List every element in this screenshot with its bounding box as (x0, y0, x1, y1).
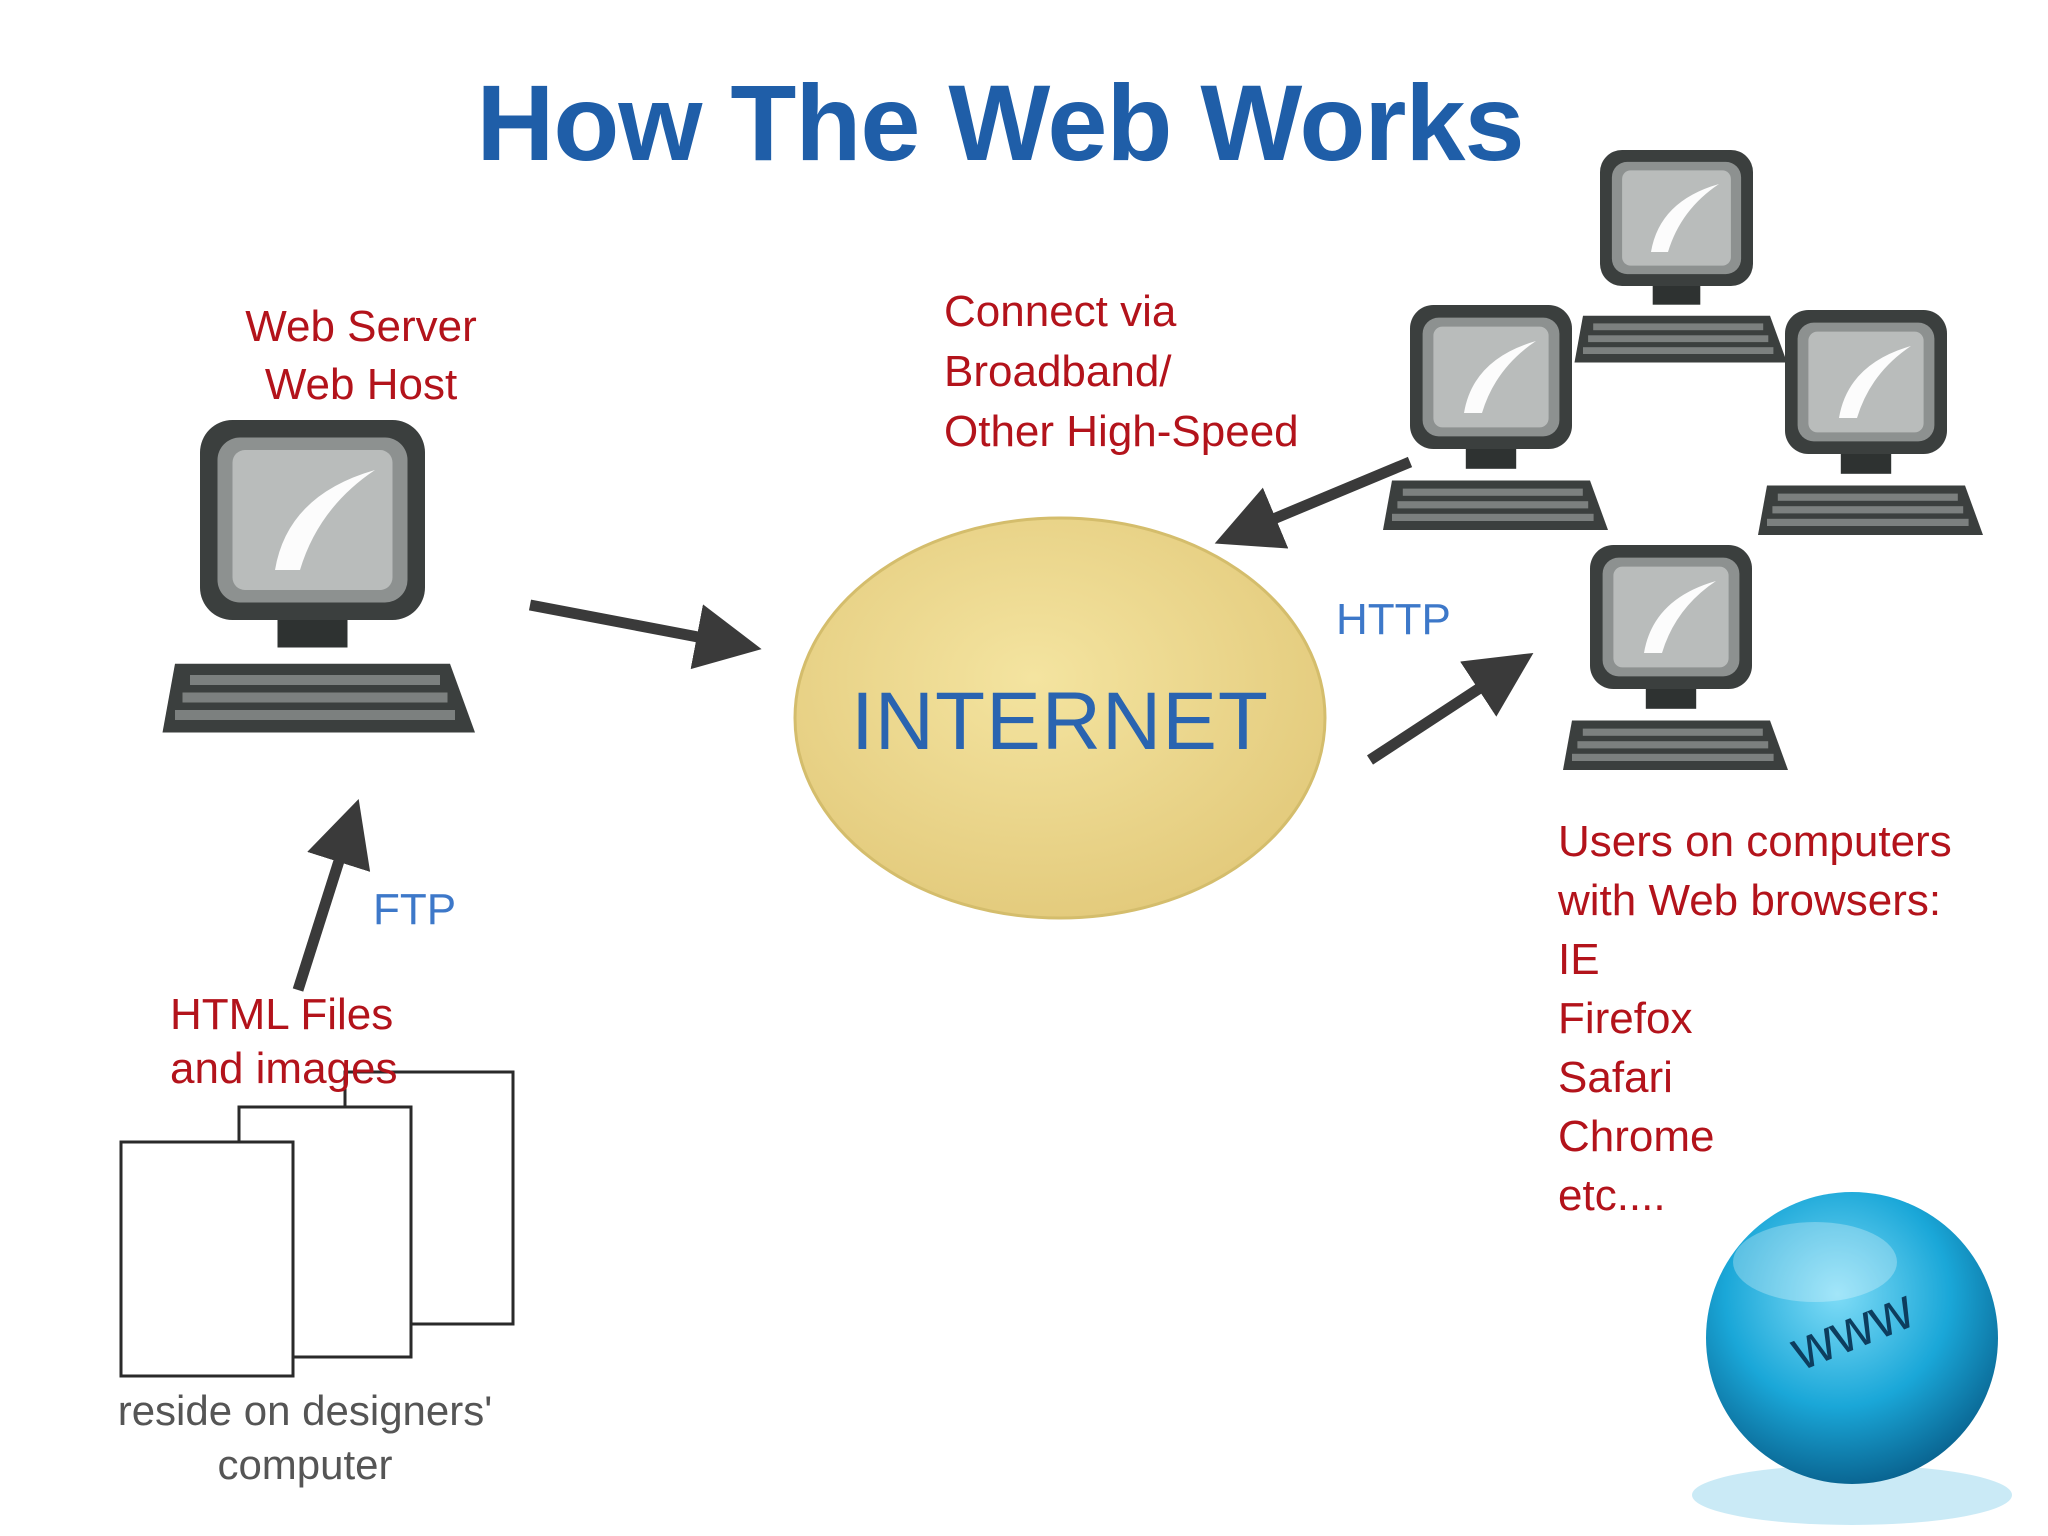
designer-label: reside on designers' computer (60, 1384, 550, 1492)
server-label: Web Server Web Host (216, 298, 506, 414)
designer-label-line1: reside on designers' (117, 1387, 493, 1434)
server-computer-icon (162, 420, 475, 733)
files-label-line2: and images (170, 1044, 398, 1093)
document-icon (119, 1070, 515, 1378)
users-label-line1: Users on computers (1558, 817, 1952, 866)
internet-label: INTERNET (851, 676, 1269, 767)
arrow-icon (292, 799, 371, 992)
page-title: How The Web Works (476, 62, 1524, 183)
users-label-line2: with Web browsers: (1558, 876, 1942, 925)
connect-label: Connect via Broadband/ Other High-Speed (944, 282, 1299, 462)
connect-label-line2: Broadband/ (944, 347, 1172, 396)
browser-item: etc.... (1558, 1171, 1666, 1220)
arrow-icon (1366, 652, 1534, 765)
connect-label-line1: Connect via (944, 287, 1177, 336)
browser-item: Safari (1558, 1053, 1673, 1102)
files-label: HTML Files and images (170, 988, 397, 1096)
browser-item: Chrome (1558, 1112, 1715, 1161)
server-label-line2: Web Host (264, 360, 458, 409)
ftp-label: FTP (373, 885, 457, 934)
server-label-line1: Web Server (245, 302, 477, 351)
arrow-icon (1214, 456, 1413, 549)
browser-item: Firefox (1558, 994, 1693, 1043)
http-label: HTTP (1336, 595, 1451, 644)
internet-cloud (793, 516, 1327, 920)
client-computer-icon (1758, 310, 1983, 535)
files-label-line1: HTML Files (170, 990, 394, 1039)
client-computer-icon (1383, 305, 1608, 530)
designer-label-line2: computer (217, 1441, 393, 1488)
www-globe-icon (1692, 1192, 2012, 1525)
users-label: Users on computers with Web browsers: IE… (1558, 812, 1952, 1225)
browser-item: IE (1558, 935, 1600, 984)
connect-label-line3: Other High-Speed (944, 407, 1299, 456)
arrow-icon (528, 599, 762, 670)
client-computer-icon (1574, 150, 1787, 363)
client-computer-icon (1563, 545, 1788, 770)
